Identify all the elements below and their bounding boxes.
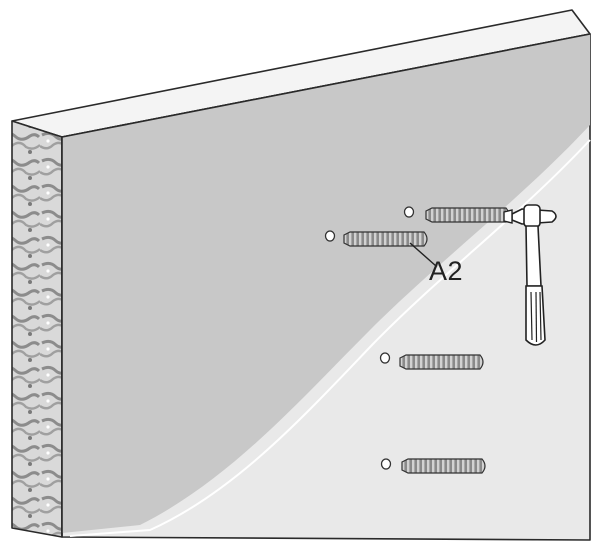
hole: [380, 458, 392, 470]
wall-plug-anchor: [343, 231, 428, 247]
hammer-icon: [503, 204, 557, 346]
callout-leader-line: [409, 242, 437, 267]
wall-highlight-line: [69, 139, 591, 537]
hole: [324, 230, 336, 242]
wall-plug-anchor: [399, 354, 484, 370]
hole: [403, 206, 415, 218]
wall-panel: [11, 9, 591, 541]
wall-plug-anchor: [425, 207, 510, 223]
drilled-holes: [324, 206, 415, 470]
wall-side-edge: [11, 120, 63, 538]
wall-front-shaded: [62, 34, 590, 533]
wall-plug-anchor: [401, 458, 486, 474]
callout-label-a2: A2: [429, 256, 464, 286]
hole: [379, 352, 391, 364]
